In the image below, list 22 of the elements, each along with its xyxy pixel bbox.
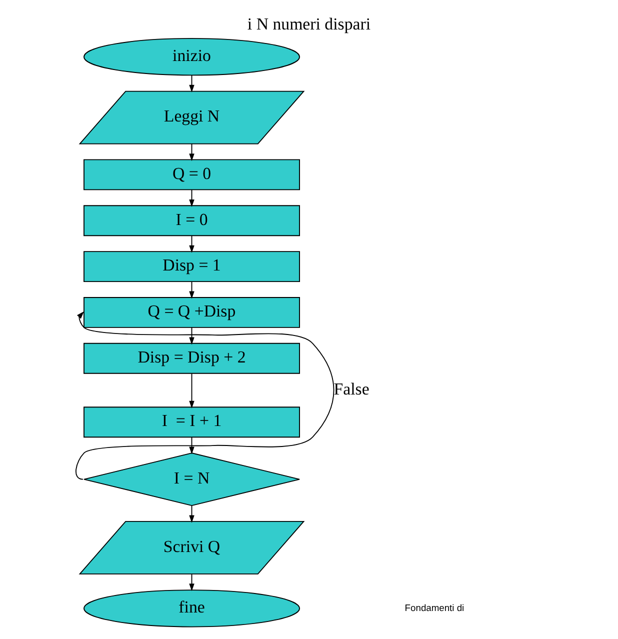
arrow bbox=[189, 74, 194, 92]
diagram-title: i N numeri dispari bbox=[247, 14, 371, 34]
node-box: Q = 0 bbox=[84, 159, 300, 190]
node-box: I = 0 bbox=[84, 205, 300, 236]
node-diamond: I = N bbox=[84, 452, 300, 506]
arrow bbox=[189, 505, 194, 523]
arrow bbox=[189, 574, 194, 592]
arrow bbox=[189, 189, 194, 207]
arrow bbox=[189, 373, 194, 408]
arrow bbox=[189, 436, 194, 454]
node-box: Disp = Disp + 2 bbox=[84, 342, 300, 374]
node-box: Q = Q +Disp bbox=[84, 297, 300, 328]
label: Fondamenti di bbox=[404, 602, 464, 613]
node-box: I = I + 1 bbox=[84, 406, 300, 438]
node-ellipse: fine bbox=[84, 590, 300, 628]
node-box: Disp = 1 bbox=[84, 251, 300, 282]
arrow bbox=[189, 143, 194, 162]
arrow bbox=[189, 327, 194, 345]
node-ellipse: inizio bbox=[84, 38, 300, 76]
edge-label: False bbox=[334, 379, 370, 398]
arrow bbox=[189, 235, 194, 253]
arrow bbox=[189, 281, 194, 299]
